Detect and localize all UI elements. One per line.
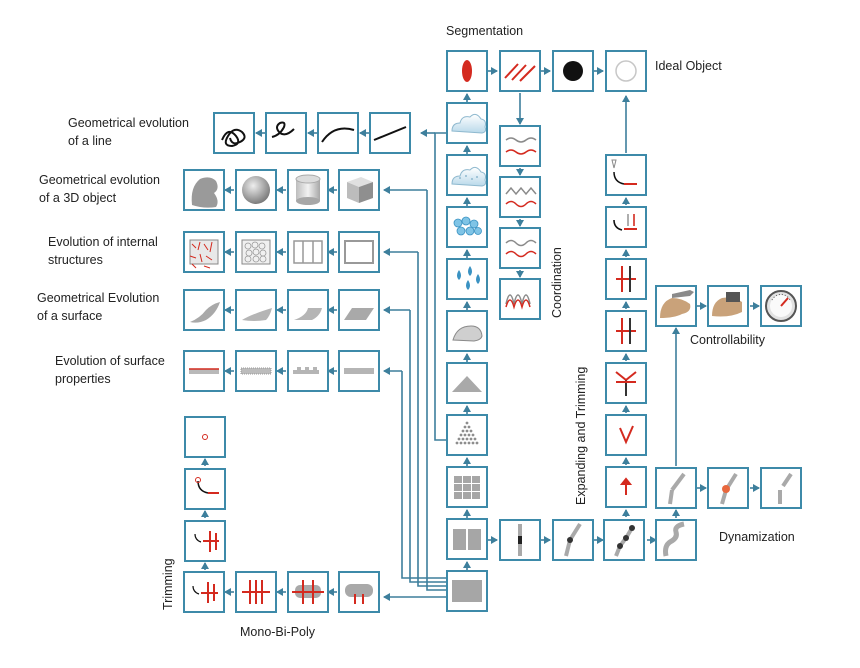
mbp-2-icon	[242, 580, 270, 604]
ideal-object-label: Ideal Object	[655, 59, 722, 73]
multi-joint-icon	[614, 525, 635, 557]
cube-icon	[347, 177, 373, 203]
mbp-4-icon	[345, 584, 373, 604]
exp-1-icon	[619, 477, 633, 495]
black-circle-icon	[563, 61, 583, 81]
coord-box-3	[499, 227, 541, 269]
mbp-1-icon	[192, 582, 218, 603]
partitions-icon	[293, 240, 323, 264]
loop-icon	[271, 121, 295, 138]
flexible-icon	[663, 521, 685, 557]
straight-line-icon	[373, 126, 407, 141]
controllability-label: Controllability	[690, 333, 766, 347]
trim-box-2	[184, 468, 226, 510]
exp-6-icon	[613, 214, 637, 231]
trim-arrow-1-icon	[195, 477, 219, 494]
dynamization-label: Dynamization	[719, 530, 795, 544]
red-surface-icon	[189, 368, 219, 374]
gel-icon	[452, 325, 483, 342]
sphere-icon	[242, 176, 270, 204]
grid-icon	[454, 476, 480, 499]
exp-box-6	[605, 206, 647, 248]
gauge-icon	[765, 290, 797, 322]
flat-surface-icon	[344, 308, 374, 320]
trimming-label: Trimming	[161, 558, 175, 610]
exp-7-icon	[611, 159, 637, 185]
red-ellipse-icon	[462, 60, 472, 82]
main-box-drops	[446, 258, 488, 300]
arc-icon	[321, 127, 355, 143]
hand-tool-icon	[712, 292, 742, 317]
hollow-icon	[344, 240, 374, 264]
trim-arrows-2-icon	[194, 531, 219, 552]
two-blocks-icon	[453, 529, 481, 550]
exp-3-icon	[615, 371, 637, 396]
foam-icon	[451, 166, 487, 187]
cloud-icon	[451, 113, 487, 134]
geo-3d-label: Geometrical evolution of a 3D object	[39, 173, 160, 205]
curved-surface-1-icon	[294, 308, 322, 320]
stepped-surface-icon	[293, 367, 319, 374]
bubbles-icon	[453, 216, 482, 236]
pyramid-dots-icon	[455, 421, 479, 445]
surface-props-label: Evolution of surface properties	[55, 354, 165, 386]
main-box-bubbles	[446, 206, 488, 248]
mono-bi-poly-label: Mono-Bi-Poly	[240, 625, 316, 639]
red-lines-icon	[504, 63, 536, 82]
cells-icon	[241, 239, 271, 265]
coord-box-2	[499, 176, 541, 218]
bar-segments-icon	[778, 472, 793, 504]
waves-4-icon	[505, 294, 531, 310]
tangle-icon	[221, 128, 246, 148]
blob-icon	[191, 177, 218, 208]
rigid-bar-icon	[518, 524, 522, 556]
powder-icon	[452, 376, 482, 392]
exp-2-icon	[619, 425, 634, 445]
surface-label: Geometrical Evolution of a surface	[37, 291, 160, 323]
plain-surface-icon	[344, 368, 374, 374]
grainy-surface-icon	[240, 367, 272, 375]
exp-4-icon	[616, 318, 636, 344]
cylinder-icon	[295, 174, 321, 205]
geo-line-label: Geometrical evolution of a line	[68, 116, 189, 148]
trim-box-1	[184, 416, 226, 458]
empty-circle-icon	[615, 60, 637, 82]
bent-joint-icon	[720, 472, 738, 505]
waves-1-icon	[505, 137, 537, 155]
dyn-box-5	[655, 467, 697, 509]
coord-box-1	[499, 125, 541, 167]
line-box-2	[265, 112, 307, 154]
curved-surface-2-icon	[242, 308, 272, 321]
line-box-3	[317, 112, 359, 154]
waves-3-icon	[505, 239, 537, 258]
one-joint-icon	[564, 522, 582, 557]
exp-5-icon	[616, 266, 636, 292]
main-box-pyramid	[446, 414, 488, 456]
dense-cells-icon	[189, 239, 219, 269]
surf-box-1	[183, 289, 225, 331]
segmentation-label: Segmentation	[446, 24, 524, 38]
waves-2-icon	[505, 186, 537, 208]
exp-box-2	[605, 414, 647, 456]
point-icon	[202, 434, 208, 440]
drops-icon	[457, 266, 480, 290]
coordination-label: Coordination	[550, 247, 564, 318]
mbp-3-icon	[292, 580, 324, 604]
dyn-box-2	[552, 519, 594, 561]
bent-bar-icon	[668, 472, 686, 505]
solid-block-icon	[452, 580, 482, 602]
curved-surface-3-icon	[190, 302, 220, 323]
expanding-label: Expanding and Trimming	[574, 366, 588, 505]
hand-wrench-icon	[660, 290, 694, 318]
internal-label: Evolution of internal structures	[48, 235, 158, 267]
